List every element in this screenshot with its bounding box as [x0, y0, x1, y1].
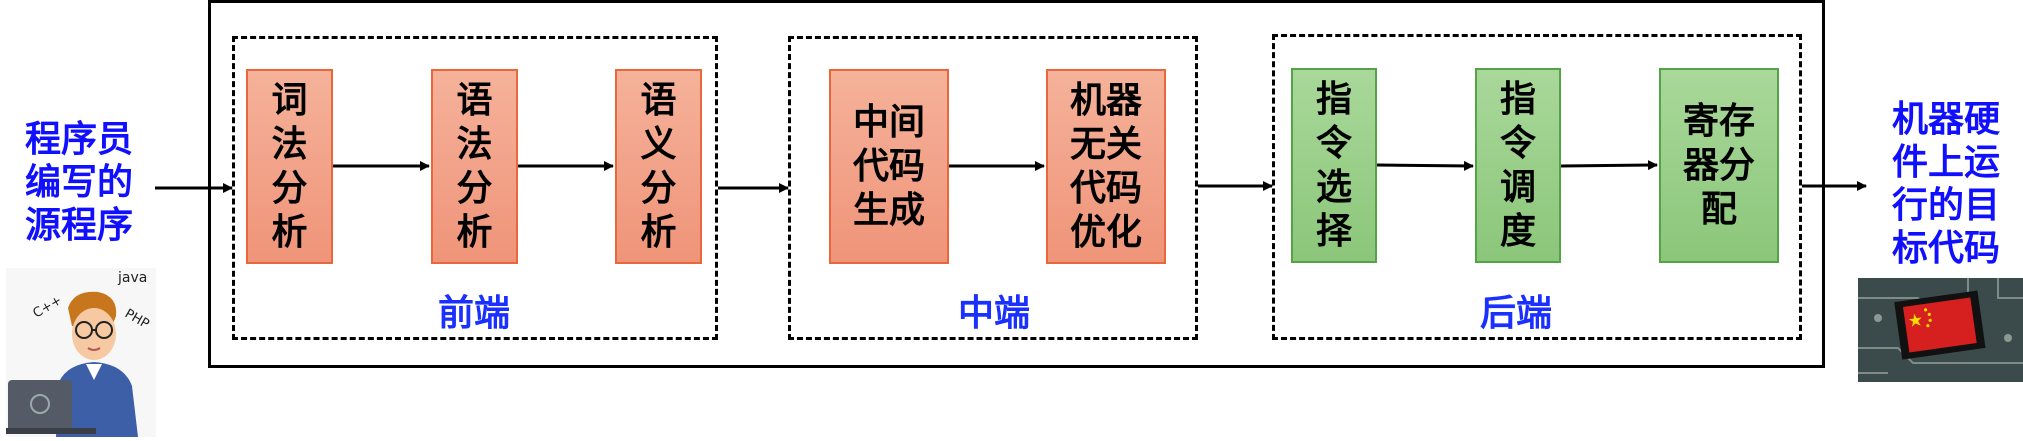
stage-label: 机器 无关 代码 优化: [1069, 79, 1142, 253]
stage-label: 语 义 分 析: [640, 79, 677, 253]
syntax-analysis-stage: 语 法 分 析: [431, 69, 518, 264]
ir-generation-stage: 中间 代码 生成: [829, 69, 949, 264]
stage-label: 寄存 器分 配: [1682, 100, 1755, 230]
backend-label: 后端: [1480, 293, 1553, 334]
register-allocation-stage: 寄存 器分 配: [1659, 68, 1779, 263]
compiler-frame: [208, 0, 1825, 368]
source-program-label: 程序员 编写的 源程序: [24, 119, 133, 246]
stage-label: 指 令 调 度: [1499, 78, 1536, 252]
frontend-label: 前端: [438, 293, 511, 334]
chip-illustration: [1858, 278, 2023, 382]
arrow-scheduling-to-allocation: [1560, 160, 1658, 171]
lexical-analysis-stage: 词 法 分 析: [246, 69, 333, 264]
backend-group: [1272, 34, 1802, 340]
programmer-icon: java C++ PHP: [6, 268, 156, 437]
middleend-label: 中端: [958, 293, 1031, 334]
stage-label: 中间 代码 生成: [852, 101, 925, 231]
stage-label: 指 令 选 择: [1315, 78, 1352, 252]
java-text: java: [117, 270, 147, 286]
arrow-selection-to-scheduling: [1376, 160, 1474, 171]
instruction-selection-stage: 指 令 选 择: [1291, 68, 1377, 263]
frontend-group: [232, 36, 718, 340]
middleend-group: [788, 36, 1198, 340]
stage-label: 语 法 分 析: [456, 79, 493, 253]
stage-label: 词 法 分 析: [271, 79, 308, 253]
programmer-illustration: java C++ PHP: [6, 268, 156, 437]
instruction-scheduling-stage: 指 令 调 度: [1475, 68, 1561, 263]
target-code-label: 机器硬 件上运 行的目 标代码: [1891, 99, 2000, 269]
chip-icon: [1858, 278, 2023, 382]
machine-independent-optimization-stage: 机器 无关 代码 优化: [1046, 69, 1166, 264]
semantic-analysis-stage: 语 义 分 析: [615, 69, 702, 264]
